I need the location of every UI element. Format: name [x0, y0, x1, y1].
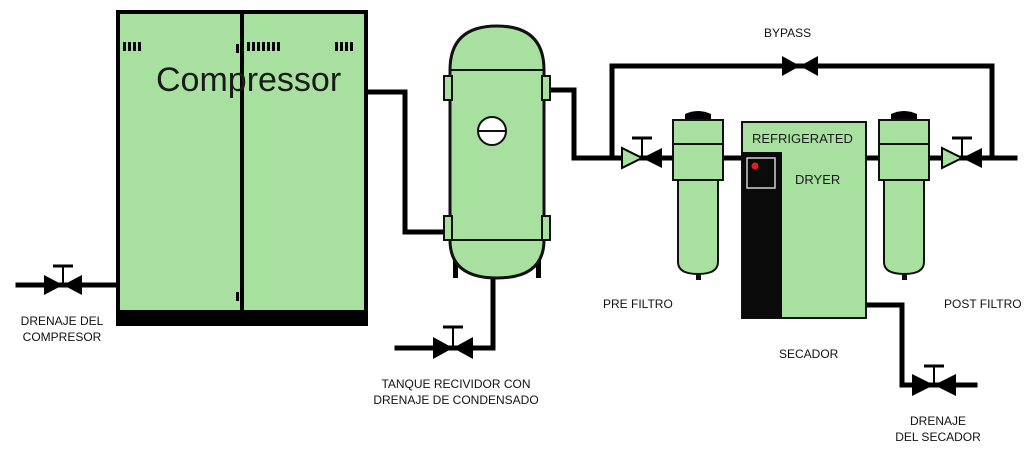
- compressor: [116, 10, 368, 326]
- compressor-drain-label-line2: COMPRESOR: [22, 330, 102, 344]
- compressor-panel-left: [120, 14, 240, 310]
- pre-filter-neck: [672, 143, 724, 181]
- flange-outlet-top: [541, 75, 551, 101]
- post-filter-head: [878, 119, 930, 145]
- refrigerated-dryer: [741, 121, 867, 319]
- flange-outlet-bottom: [541, 215, 551, 241]
- receiver-tank: [443, 24, 551, 280]
- post-filter-cap: [891, 111, 917, 120]
- dryer-label-refrigerated: REFRIGERATED: [752, 131, 853, 146]
- compressor-label: Compressor: [156, 61, 342, 99]
- dryer-drain-label: DRENAJE DEL SECADOR: [892, 413, 984, 445]
- compressor-vents: [123, 42, 353, 51]
- dryer-caption-label: SECADOR: [779, 347, 839, 361]
- pre-filter-head: [672, 119, 724, 145]
- compressor-panel-right: [244, 14, 364, 310]
- tank-drain-label: TANQUE RECIVIDOR CON DRENAJE DE CONDENSA…: [368, 376, 544, 408]
- tank-drain-label-line2: DRENAJE DE CONDENSADO: [373, 393, 539, 407]
- dryer-label-dryer: DRYER: [795, 172, 841, 187]
- flange-inlet-bottom: [443, 215, 453, 241]
- dryer-drain-label-line2: DEL SECADOR: [895, 430, 981, 444]
- compressor-drain-label: DRENAJE DEL COMPRESOR: [14, 313, 110, 345]
- hinge-top: [236, 44, 239, 53]
- dryer-display: [746, 157, 776, 189]
- valve-inlet: [621, 136, 662, 170]
- pre-filter-label: PRE FILTRO: [603, 297, 673, 311]
- valve-bypass: [782, 56, 818, 76]
- tank-drain-label-line1: TANQUE RECIVIDOR CON: [381, 377, 531, 391]
- post-filter-bowl: [883, 179, 925, 276]
- flange-inlet-top: [443, 75, 453, 101]
- hinge-bottom: [236, 292, 239, 301]
- post-filter: [878, 111, 930, 280]
- valve-compressor-drain: [44, 264, 82, 295]
- post-filter-label: POST FILTRO: [944, 297, 1022, 311]
- valve-outlet: [941, 136, 982, 170]
- tank-drain-pipe: [394, 252, 496, 351]
- dryer-drain-label-line1: DRENAJE: [909, 414, 966, 428]
- valve-dryer-drain: [912, 364, 956, 396]
- pre-filter-bowl: [677, 179, 719, 276]
- pre-filter: [672, 111, 724, 280]
- pre-filter-cap: [685, 111, 711, 120]
- valve-tank-drain: [433, 325, 473, 359]
- post-filter-neck: [878, 143, 930, 181]
- dryer-drain-pipe: [863, 302, 978, 388]
- compressor-drain-label-line1: DRENAJE DEL: [20, 314, 104, 328]
- compressor-to-tank-pipe: [365, 89, 450, 235]
- bypass-label: BYPASS: [764, 26, 812, 40]
- indicator-light-icon: [751, 162, 759, 170]
- tank-to-prefilter-pipe: [537, 87, 675, 161]
